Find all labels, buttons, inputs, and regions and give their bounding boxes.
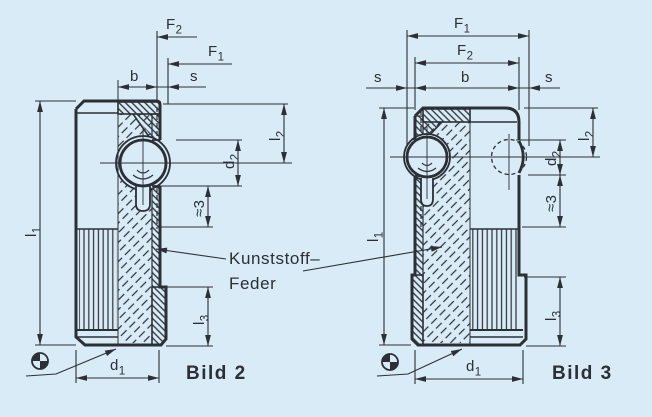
dim-label-d1-right: d1	[466, 358, 482, 379]
figure-bild-2: F2 F1 b s l1 l2 d2 ≈3 l3 d1 Bild 2	[23, 16, 292, 384]
figure-caption-left: Bild 2	[186, 363, 247, 384]
retaining-lip-section	[411, 274, 424, 346]
dim-label-s-left: s	[190, 68, 198, 85]
dim-label-d1-left: d1	[110, 357, 126, 378]
body-outline-upper	[413, 106, 521, 140]
retaining-lip-section	[151, 286, 167, 346]
dim-label-l2-left: l2	[267, 130, 288, 141]
dim-label-f2-left: F2	[166, 16, 182, 37]
callout-text-line2: Feder	[229, 274, 276, 293]
dim-label-b-right: b	[461, 69, 470, 86]
body-outline-upper	[74, 99, 162, 140]
dim-label-d2-right: d2	[543, 150, 564, 166]
dim-label-f1-right: F1	[454, 15, 470, 36]
dim-label-s-right-outer-left: s	[374, 69, 382, 86]
cap-section	[117, 101, 161, 115]
dim-label-l3-right: l3	[543, 310, 564, 321]
figure-bild-3: F1 F2 s b s l1 l2 d2 ≈3 l3 d1 Bild 3	[365, 15, 613, 384]
dim-label-approx3-left: ≈3	[191, 200, 208, 217]
knurl-band	[79, 229, 117, 330]
machining-symbol-left	[25, 346, 118, 377]
dim-label-d2-left: d2	[221, 153, 242, 169]
knurl-band	[472, 229, 517, 330]
cap-section	[422, 108, 471, 123]
machining-symbol-right	[376, 346, 464, 377]
dim-label-b-left: b	[130, 68, 139, 85]
callout-text-line1: Kunststoff–	[229, 249, 320, 268]
plastic-spring-callout: Kunststoff– Feder	[155, 244, 443, 293]
dim-label-l1-right: l1	[365, 231, 386, 242]
dim-label-l2-right: l2	[576, 130, 597, 141]
dim-label-l3-left: l3	[191, 314, 212, 325]
dim-label-approx3-right: ≈3	[543, 195, 560, 212]
body-outline-lower	[410, 175, 528, 347]
dim-label-f2-right: F2	[457, 42, 473, 63]
dim-label-s-right-outer-right: s	[545, 69, 553, 86]
dim-label-f1-left: F1	[208, 43, 224, 64]
figure-caption-right: Bild 3	[552, 363, 613, 384]
dim-label-l1-left: l1	[23, 226, 44, 237]
